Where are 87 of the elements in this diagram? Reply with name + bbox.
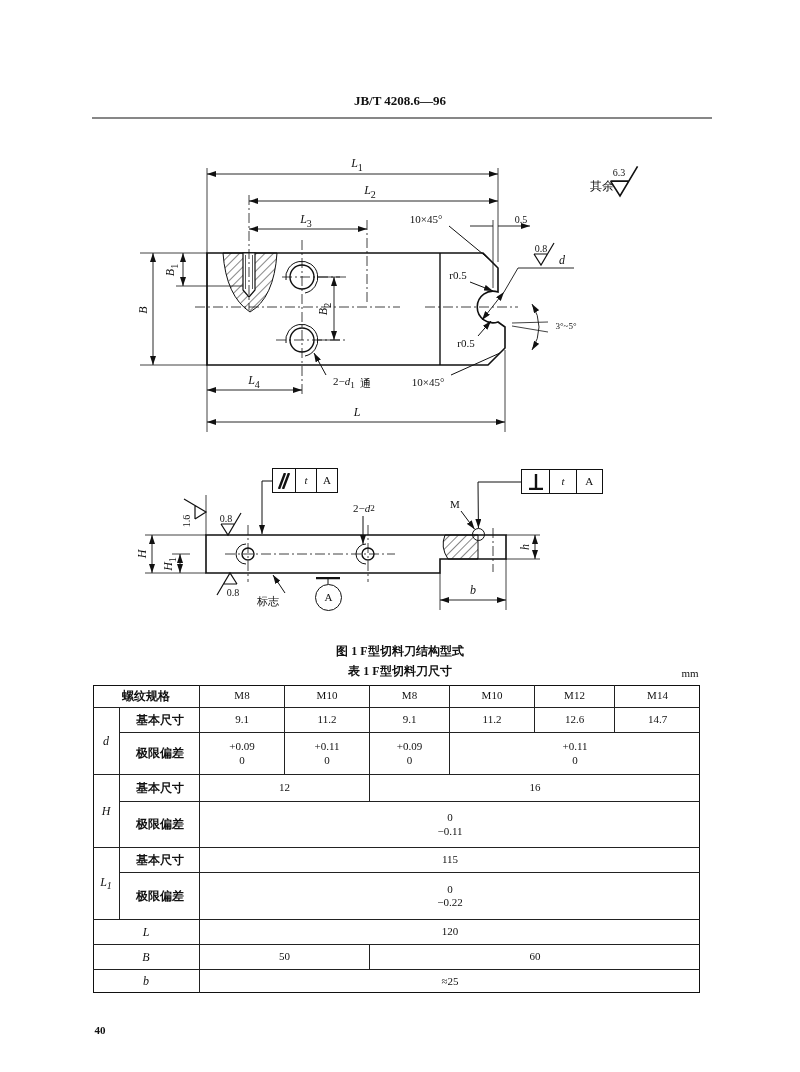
leader-line <box>448 225 490 260</box>
datum-letter: A <box>316 469 337 492</box>
callout-label: 10×45° <box>403 212 449 226</box>
leader-line <box>314 576 342 585</box>
dimension-label: 6.3 <box>612 166 626 178</box>
leader-line <box>460 510 476 530</box>
leader-line <box>313 352 327 376</box>
feature-control-frame <box>521 469 603 494</box>
callout-label: 标志 <box>251 593 285 609</box>
dimension-label: L$_{1}$ <box>351 157 363 173</box>
parameter-name: 螺纹规格 <box>122 688 170 704</box>
column-header: M14 <box>647 689 668 703</box>
dimension-label: b <box>470 584 476 598</box>
header-text: JB/T 4208.6—96 <box>353 93 447 109</box>
symbol-label: b <box>143 974 149 989</box>
page-number: 40 <box>94 1023 106 1037</box>
leader-line <box>360 515 366 545</box>
callout-label: 2−d$_{1}$ <box>333 375 355 391</box>
dimension-label: 3°~5° <box>555 322 577 332</box>
parameter-name: 极限偏差 <box>135 746 184 761</box>
dimension-label: 其余 <box>590 180 614 194</box>
column-header: M12 <box>564 689 585 703</box>
dimension-value: 120 <box>441 925 459 939</box>
dimension-value: 9.1 <box>402 713 417 727</box>
dimension-value: 9.1 <box>235 713 249 727</box>
dimension-value: 11.2 <box>482 713 502 727</box>
dimension-value: 14.7 <box>647 713 668 727</box>
tolerance-letter: t <box>295 469 316 492</box>
column-header: M8 <box>401 689 418 703</box>
unit-label: mm <box>681 666 699 680</box>
dimension-label: 0.8 <box>534 242 548 254</box>
dimension-value: 12.6 <box>564 713 585 727</box>
tolerance-value: 0 −0.11 <box>436 811 464 838</box>
table-title: 表 1 F型切料刀尺寸 <box>348 665 452 679</box>
parameter-name: 基本尺寸 <box>135 712 184 728</box>
leader-line <box>469 281 494 292</box>
parameter-name: 极限偏差 <box>135 817 184 832</box>
dimension-label: L$_{3}$ <box>300 213 312 229</box>
datum-letter: A <box>575 470 602 493</box>
tolerance-value: +0.09 0 <box>395 740 424 767</box>
callout-label: r0.5 <box>454 336 478 350</box>
dimension-label: B <box>137 306 151 314</box>
callout-label: 10×45° <box>405 375 451 389</box>
symbol-label: H <box>101 803 111 819</box>
dimension-value: ≈25 <box>441 974 459 989</box>
callout-label: 通 <box>359 376 371 390</box>
leader-line <box>272 574 286 594</box>
parameter-name: 基本尺寸 <box>135 852 184 868</box>
symbol-label: B <box>142 949 150 965</box>
dimension-label: L$_{4}$ <box>248 374 260 390</box>
leader-line <box>259 480 273 535</box>
dimension-value: 12 <box>279 781 290 795</box>
dimension-label: h <box>519 544 533 550</box>
symbol-label: d <box>103 733 109 749</box>
symbol-label: L$_{1}$ <box>100 874 112 893</box>
column-header: M10 <box>316 689 338 703</box>
dimension-label: 1.6 <box>180 514 192 528</box>
dimension-value: 11.2 <box>317 713 337 727</box>
dimension-label: H <box>136 549 150 559</box>
leader-line <box>477 320 492 337</box>
parameter-name: 基本尺寸 <box>135 780 184 796</box>
parameter-name: 极限偏差 <box>135 888 184 904</box>
tolerance-value: 0 −0.22 <box>436 882 464 910</box>
datum-symbol: A <box>315 584 342 611</box>
figure-caption: 图 1 F型切料刀结构型式 <box>336 645 464 659</box>
tolerance-letter: t <box>549 470 576 493</box>
dimension-label: 0.8 <box>226 586 240 598</box>
tolerance-value: +0.11 0 <box>313 740 341 767</box>
dimension-label: d <box>559 254 565 268</box>
column-header: M10 <box>481 689 503 703</box>
callout-label: M <box>449 497 461 511</box>
dimension-value: 50 <box>279 950 290 964</box>
dimension-value: 16 <box>529 781 541 795</box>
dimension-label: L <box>353 406 361 420</box>
dimension-label: 0.5 <box>514 213 528 225</box>
dimension-label: 0.8 <box>219 512 233 524</box>
leader-line <box>450 352 501 376</box>
tolerance-value: +0.09 0 <box>228 740 256 767</box>
column-header: M8 <box>234 689 250 703</box>
callout-label: r0.5 <box>446 268 470 282</box>
dimension-value: 60 <box>529 950 541 964</box>
feature-control-frame <box>272 468 338 493</box>
leader-line <box>475 481 522 529</box>
symbol-label: L <box>142 924 150 940</box>
dimension-label: L$_{2}$ <box>364 184 376 200</box>
tolerance-value: +0.11 0 <box>561 740 589 767</box>
dimension-value: 115 <box>441 853 459 867</box>
